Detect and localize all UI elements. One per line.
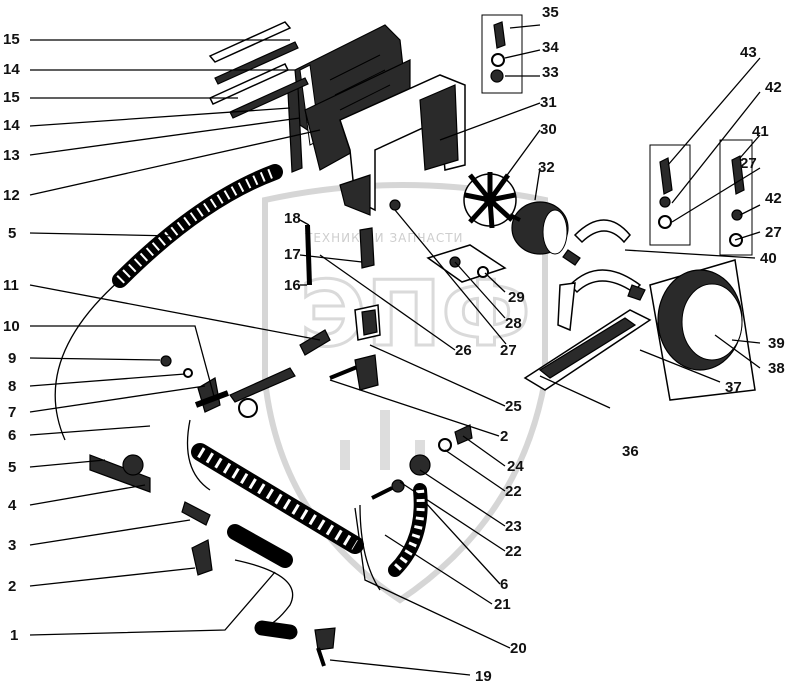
mounting-plate [523,309,652,391]
valve-parts [305,199,507,285]
part-number-2: 2 [500,428,508,445]
fastener-kit-33-35 [481,14,523,94]
part-number-18: 18 [284,210,301,227]
part-number-2: 2 [8,578,16,595]
fan-shroud-frame [649,259,756,401]
part-number-5: 5 [8,459,16,476]
part-number-42: 42 [765,190,782,207]
part-number-21: 21 [494,596,511,613]
part-numbers: 15 14 15 14 13 12 5 11 10 9 8 7 6 5 4 3 … [3,4,785,685]
part-number-31: 31 [540,94,557,111]
part-number-15: 15 [3,89,20,106]
part-number-43: 43 [740,44,757,61]
part-number-10: 10 [3,318,20,335]
part-number-36: 36 [622,443,639,460]
part-number-7: 7 [8,404,16,421]
part-number-20: 20 [510,640,527,657]
leader-lines [29,24,761,676]
part-number-14: 14 [3,61,20,78]
hoses [112,164,428,640]
part-number-38: 38 [768,360,785,377]
part-number-1: 1 [10,627,18,644]
fan-impeller [463,172,517,229]
part-number-13: 13 [3,147,20,164]
part-number-39: 39 [768,335,785,352]
fastener-kit-41 [719,139,753,256]
part-number-16: 16 [284,277,301,294]
fastener-kit-43 [649,144,691,246]
watermark-logo: ЭПФ [300,262,531,367]
part-number-33: 33 [542,64,559,81]
part-number-27: 27 [765,224,782,241]
part-number-14: 14 [3,117,20,134]
part-number-26: 26 [455,342,472,359]
part-number-6: 6 [8,427,16,444]
fan-motor [509,201,569,255]
part-number-8: 8 [8,378,16,395]
motor-clamp [557,219,646,332]
part-number-42: 42 [765,79,782,96]
part-number-19: 19 [475,668,492,685]
part-number-22: 22 [505,483,522,500]
part-number-11: 11 [3,277,19,294]
part-number-3: 3 [8,537,16,554]
part-number-40: 40 [760,250,777,267]
part-number-15: 15 [3,31,20,48]
part-number-24: 24 [507,458,524,475]
part-number-35: 35 [542,4,559,21]
part-number-27: 27 [740,155,757,172]
gasket-strips [208,21,309,119]
part-number-25: 25 [505,398,522,415]
watermark-text: ТЕХНИКА И ЗАПЧАСТИ [304,231,464,245]
part-number-37: 37 [725,379,742,396]
heater-housing [339,74,466,216]
part-number-9: 9 [8,350,16,367]
part-number-22: 22 [505,543,522,560]
part-number-29: 29 [508,289,525,306]
watermark: ТЕХНИКА И ЗАПЧАСТИ ЭПФ [262,182,548,604]
part-number-12: 12 [3,187,20,204]
part-number-32: 32 [538,159,555,176]
part-number-34: 34 [542,39,559,56]
part-number-6: 6 [500,576,508,593]
part-number-27: 27 [500,342,517,359]
part-number-23: 23 [505,518,522,535]
part-number-4: 4 [8,497,17,514]
pipe-lines [54,279,381,629]
part-number-41: 41 [752,123,769,140]
part-number-28: 28 [505,315,522,332]
part-number-30: 30 [540,121,557,138]
part-number-5: 5 [8,225,16,242]
part-number-17: 17 [284,246,301,263]
